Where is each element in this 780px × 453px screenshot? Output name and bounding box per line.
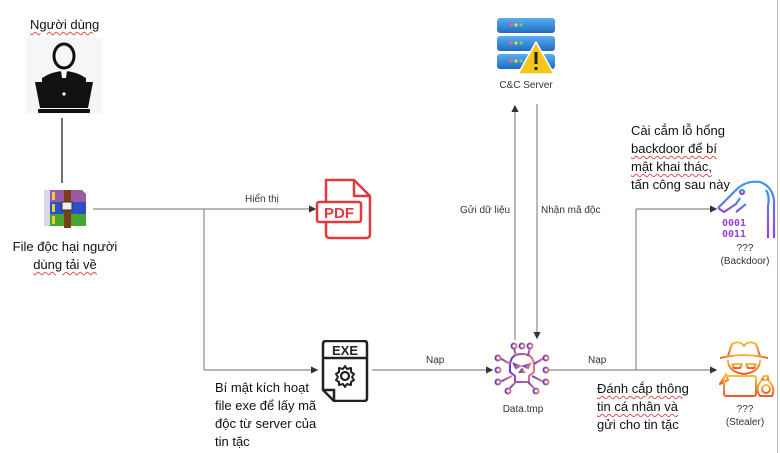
exe-note-line-4: tin tặc — [215, 434, 250, 449]
exe-note-line-1: Bí mật kích hoạt — [215, 380, 309, 395]
stealer-label: ??? (Stealer) — [712, 403, 778, 429]
trojan-horse-binary-icon: 0001 0011 — [716, 178, 776, 240]
virus-skull-icon — [494, 342, 550, 396]
malicious-file-label: File độc hại người dùng tải về — [12, 238, 118, 274]
exe-icon-text: EXE — [332, 343, 358, 358]
stealer-note-line-2: tin cá nhân và — [597, 399, 678, 414]
server-warning-icon — [495, 14, 557, 76]
backdoor-label: ??? (Backdoor) — [712, 242, 778, 268]
data-tmp-label: Data.tmp — [502, 404, 544, 415]
pdf-icon-text: PDF — [324, 205, 354, 222]
backdoor-label-line-2: (Backdoor) — [720, 256, 770, 267]
backdoor-label-line-1: ??? — [736, 243, 754, 254]
malicious-file-label-line-1: File độc hại người — [12, 239, 118, 254]
stealer-note: Đánh cắp thông tin cá nhân và gửi cho ti… — [597, 380, 717, 434]
cc-server-label: C&C Server — [499, 80, 553, 91]
backdoor-note-line-2: backdoor để bí — [631, 141, 718, 156]
user-laptop-icon — [26, 38, 102, 114]
exe-file-gear-icon: EXE — [320, 339, 370, 403]
backdoor-note: Cài cắm lỗ hổng backdoor để bí mật khai … — [631, 122, 741, 194]
hacker-stealer-icon — [714, 340, 776, 400]
edge-label-show: Hiển thị — [245, 194, 279, 205]
edge-label-load-data: Nạp — [588, 355, 607, 366]
pdf-file-icon: PDF — [314, 178, 376, 242]
edge-label-receive-malware: Nhận mã độc — [541, 205, 601, 216]
stealer-note-line-1: Đánh cắp thông — [597, 381, 689, 396]
edge-label-send-data: Gửi dữ liệu — [460, 205, 511, 216]
backdoor-note-line-4: tấn công sau này — [631, 177, 731, 192]
edge-label-load-exe: Nạp — [426, 355, 445, 366]
stealer-label-line-2: (Stealer) — [725, 417, 765, 428]
exe-note-line-2: file exe để lấy mã — [215, 398, 317, 413]
exe-note: Bí mật kích hoạt file exe để lấy mã độc … — [215, 379, 335, 451]
stealer-label-line-1: ??? — [736, 404, 754, 415]
right-border — [777, 0, 778, 453]
winrar-archive-icon — [40, 188, 88, 230]
stealer-note-line-3: gửi cho tin tặc — [597, 417, 679, 432]
backdoor-note-line-1: Cài cắm lỗ hổng — [631, 123, 725, 138]
exe-note-line-3: độc từ server của — [215, 416, 317, 431]
svg-text:0011: 0011 — [722, 229, 746, 240]
svg-text:0001: 0001 — [722, 218, 746, 229]
backdoor-note-line-3: mật khai thác, — [631, 159, 712, 174]
user-label: Người dùng — [30, 17, 100, 32]
malicious-file-label-line-2: dùng tải về — [33, 257, 97, 272]
